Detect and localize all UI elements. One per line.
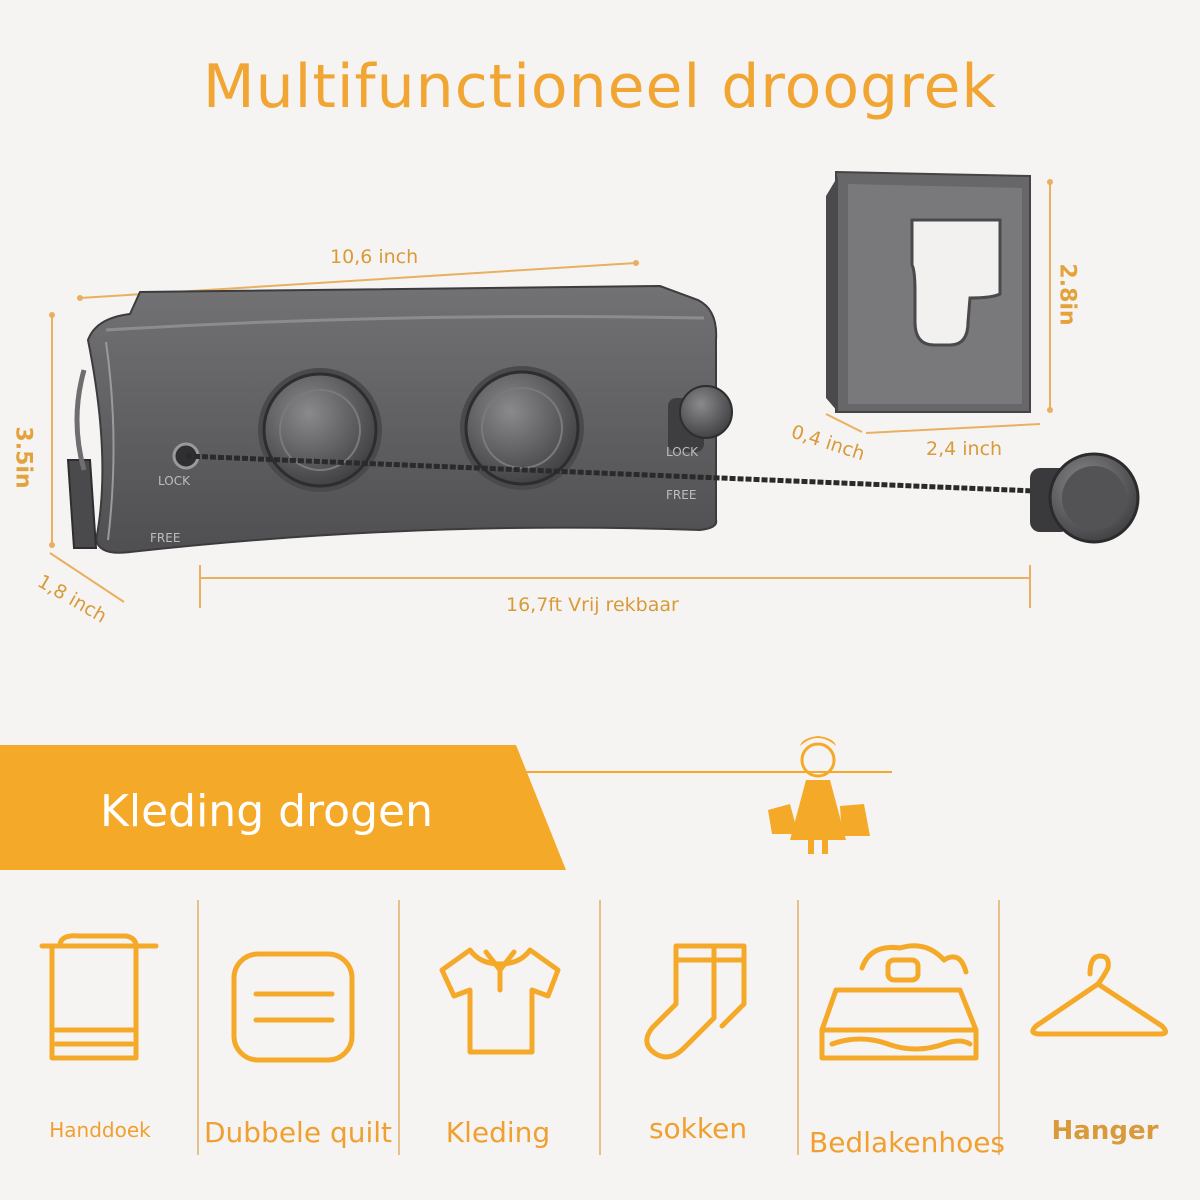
cable-end-knob <box>1030 452 1140 544</box>
main-height-label: 3.5in <box>10 426 36 489</box>
wall-hook-plate <box>826 170 1031 413</box>
shirt-icon <box>439 947 561 1055</box>
hook-width-label: 2,4 inch <box>926 438 1003 460</box>
category-label-sokken: sokken <box>648 1112 748 1145</box>
quilt-icon <box>231 951 355 1063</box>
lock-label-left: LOCK <box>158 474 190 488</box>
product-illustration <box>49 170 1140 608</box>
section-banner-text: Kleding drogen <box>100 786 433 837</box>
drying-cable <box>185 453 1061 495</box>
bed-icon <box>819 943 979 1061</box>
category-label-dubbele-quilt: Dubbele quilt <box>203 1116 393 1149</box>
category-label-kleding: Kleding <box>445 1116 551 1149</box>
lock-label-right: LOCK <box>666 445 698 459</box>
divider <box>797 900 799 1155</box>
free-label-right: FREE <box>666 488 697 502</box>
category-label-hanger: Hanger <box>1051 1116 1159 1146</box>
main-width-label: 10,6 inch <box>330 246 419 268</box>
section-banner <box>0 736 892 870</box>
retractable-line-unit <box>66 284 733 554</box>
towel-icon <box>39 933 159 1061</box>
hanger-icon <box>1030 953 1168 1037</box>
divider <box>398 900 400 1155</box>
hook-height-label: 2.8in <box>1054 263 1080 326</box>
category-label-handdoek: Handdoek <box>49 1118 151 1142</box>
person-with-clothes-icon <box>768 736 870 854</box>
divider <box>599 900 601 1155</box>
divider <box>197 900 199 1155</box>
divider <box>998 900 1000 1155</box>
socks-icon <box>644 943 747 1060</box>
page-title: Multifunctioneel droogrek <box>202 52 998 122</box>
category-label-bedlakenhoes: Bedlakenhoes <box>808 1126 1006 1159</box>
cable-length-label: 16,7ft Vrij rekbaar <box>506 594 679 616</box>
free-label-left: FREE <box>150 531 181 545</box>
